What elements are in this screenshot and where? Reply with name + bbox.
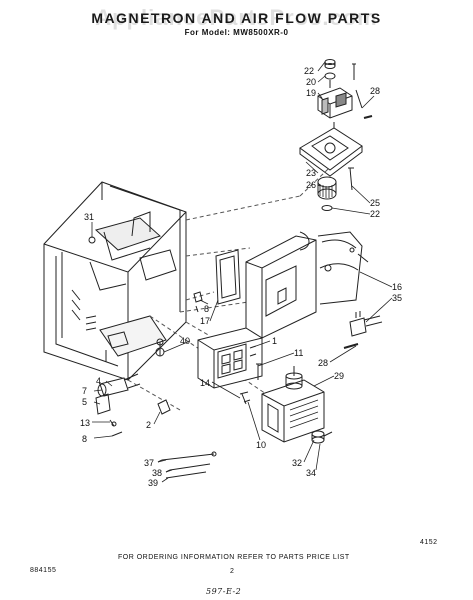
callout-23: 23 — [306, 168, 317, 178]
callout-31: 31 — [84, 212, 95, 222]
callout-11: 11 — [294, 348, 304, 358]
screw-28 — [344, 344, 358, 348]
callout-17: 17 — [200, 316, 211, 326]
callout-8: 8 — [82, 434, 88, 444]
callout-26: 26 — [306, 180, 317, 190]
callout-20: 20 — [306, 77, 317, 87]
callout-13: 13 — [80, 418, 91, 428]
callout-35: 35 — [392, 293, 403, 303]
gasket-baffle — [216, 250, 240, 304]
callout-32: 32 — [292, 458, 303, 468]
callout-10: 10 — [256, 440, 267, 450]
cabinet-frame — [44, 182, 186, 380]
thermal-protector — [350, 311, 382, 336]
callout-25: 25 — [370, 198, 381, 208]
page-number: 2 — [230, 568, 235, 575]
air-duct — [246, 232, 368, 338]
document-number: 884155 — [30, 567, 57, 574]
callout-40: 40 — [180, 336, 191, 346]
thermal-cutout — [312, 431, 332, 443]
model-subtitle: For Model: MW8500XR-0 — [184, 28, 289, 37]
handwritten-note: 597-E-2 — [206, 587, 242, 596]
transformer — [198, 328, 262, 388]
hv-capacitor — [96, 374, 140, 436]
callout-29: 29 — [334, 371, 345, 381]
callout-34: 34 — [306, 468, 317, 478]
callout-39: 39 — [148, 478, 159, 488]
fuse — [158, 400, 170, 414]
callout-1: 1 — [272, 336, 278, 346]
callout-14: 14 — [200, 378, 211, 388]
screws-group — [156, 292, 262, 404]
ordering-note: FOR ORDERING INFORMATION REFER TO PARTS … — [118, 554, 350, 561]
callout-4: 4 — [96, 376, 102, 386]
magnetron — [262, 366, 324, 442]
figure-code: 4152 — [420, 539, 438, 546]
callout-22: 22 — [370, 209, 381, 219]
callout-2: 2 — [146, 420, 152, 430]
callout-7: 7 — [82, 386, 88, 396]
callout-38: 38 — [152, 468, 163, 478]
fan-motor-assembly — [318, 60, 372, 119]
callout-28: 28 — [370, 86, 381, 96]
page-title: MAGNETRON AND AIR FLOW PARTS — [91, 10, 382, 26]
callout-37: 37 — [144, 458, 155, 468]
callout-16: 16 — [392, 282, 403, 292]
fan-bracket — [300, 122, 362, 176]
callout-5: 5 — [82, 397, 88, 407]
callout-28: 28 — [318, 358, 329, 368]
callout-8: 8 — [204, 304, 210, 314]
callout-22: 22 — [304, 66, 315, 76]
callout-19: 19 — [306, 88, 317, 98]
